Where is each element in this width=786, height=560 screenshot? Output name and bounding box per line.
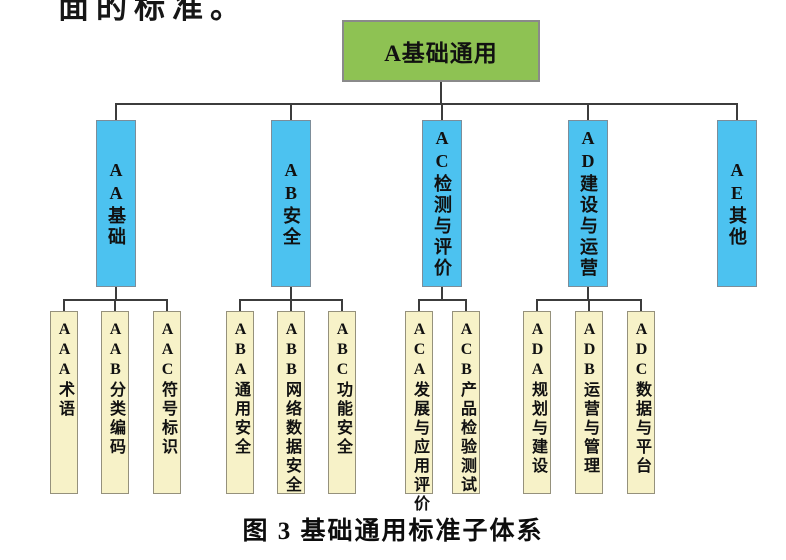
node-aab: AAB分类编码 [101,311,129,494]
node-aaa: AAA术语 [50,311,78,494]
node-abc-label: ABC功能安全 [334,321,351,457]
connector-stub-aca [418,299,420,311]
connector-stub-ab [290,103,292,120]
node-aac: AAC符号标识 [153,311,181,494]
connector-stub-aaa [63,299,65,311]
node-ad-label: AD建设与运营 [578,128,598,279]
connector-root-stub [440,82,442,103]
node-ada: ADA规划与建设 [523,311,551,494]
node-aab-label: AAB分类编码 [107,321,124,457]
connector-stub-acb [465,299,467,311]
connector-stub-adc [640,299,642,311]
connector-stub-ae [736,103,738,120]
node-ab: AB安全 [271,120,311,287]
figure-caption: 图 3 基础通用标准子体系 [242,518,544,545]
connector-stub-aa [115,103,117,120]
node-ad: AD建设与运营 [568,120,608,287]
connector-aa-down [115,287,117,299]
node-adb-label: ADB运营与管理 [581,321,598,476]
connector-stub-aab [114,299,116,311]
node-acb: ACB产品检验测试 [452,311,480,495]
connector-stub-adb [588,299,590,311]
node-aca: ACA发展与应用评价 [405,311,433,514]
node-adc: ADC数据与平台 [627,311,655,494]
connector-ab-down [290,287,292,299]
node-root-a-label: A基础通用 [384,41,498,66]
page-body-text-clipped: 面的标准。 [58,0,248,25]
node-abb: ABB网络数据安全 [277,311,305,495]
connector-stub-ad [587,103,589,120]
node-adb: ADB运营与管理 [575,311,603,494]
node-aba: ABA通用安全 [226,311,254,494]
node-ab-label: AB安全 [281,159,301,248]
node-ae-label: AE其他 [727,159,747,248]
connector-ac-rail [418,299,467,301]
connector-stub-aba [239,299,241,311]
node-root-a: A基础通用 [342,20,540,82]
node-ac-label: AC检测与评价 [432,128,452,279]
connector-ac-down [441,287,443,299]
node-ac: AC检测与评价 [422,120,462,287]
node-aa-label: AA基础 [106,159,126,248]
node-adc-label: ADC数据与平台 [633,321,650,476]
connector-stub-ac [441,103,443,120]
node-aba-label: ABA通用安全 [232,321,249,457]
node-aa: AA基础 [96,120,136,287]
connector-stub-ada [536,299,538,311]
connector-stub-aac [166,299,168,311]
node-aac-label: AAC符号标识 [159,321,176,457]
connector-stub-abb [290,299,292,311]
node-abb-label: ABB网络数据安全 [283,321,300,495]
node-acb-label: ACB产品检验测试 [458,321,475,495]
node-ada-label: ADA规划与建设 [529,321,546,476]
node-ae: AE其他 [717,120,757,287]
connector-stub-abc [341,299,343,311]
node-abc: ABC功能安全 [328,311,356,494]
node-aaa-label: AAA术语 [56,321,73,419]
node-aca-label: ACA发展与应用评价 [411,321,428,514]
connector-ad-down [587,287,589,299]
connector-level1-rail [115,103,738,105]
